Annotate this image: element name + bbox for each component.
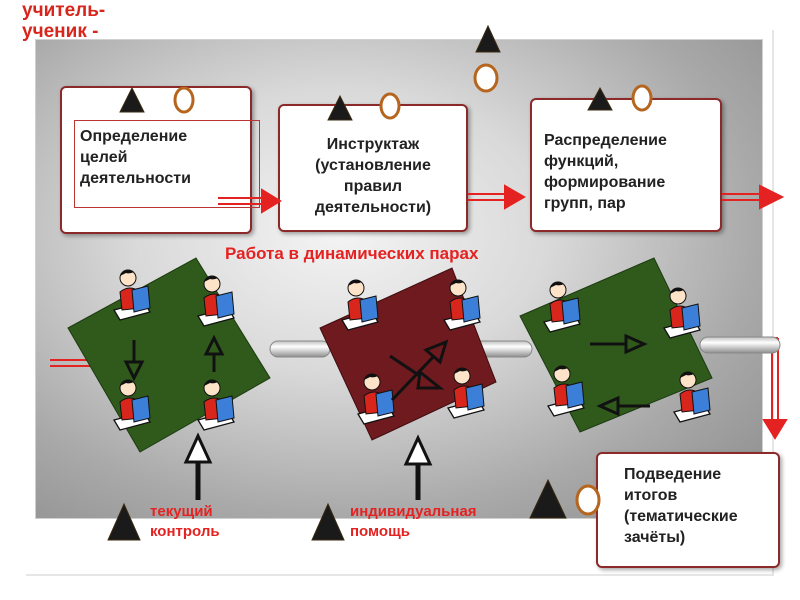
- teacher-triangle-icon: [119, 86, 145, 113]
- pair-arrows-group-2: [389, 339, 449, 402]
- goals-inner-frame: [74, 120, 260, 208]
- pair-arrows-group-1: [123, 334, 225, 382]
- teacher-triangle-icon: [529, 478, 567, 519]
- student-figure: [341, 279, 379, 331]
- teacher-triangle-icon: [311, 502, 345, 541]
- student-circle-icon: [575, 484, 601, 516]
- step-instruction-box: Инструктаж (установление правил деятельн…: [278, 104, 468, 232]
- pipe-connector-1: [269, 340, 331, 358]
- teacher-triangle-icon: [587, 86, 613, 111]
- flow-arrow-down: [748, 337, 788, 440]
- step-goals-label: Определение целей деятельности: [80, 128, 191, 187]
- teacher-triangle-icon: [327, 94, 353, 121]
- flow-arrow-1: [218, 188, 282, 214]
- role-current-control: текущий контроль: [150, 503, 220, 540]
- step-summary-box: Подведение итогов (тематические зачёты): [596, 452, 780, 568]
- student-figure: [113, 269, 151, 321]
- corner-title: учитель- ученик -: [22, 0, 106, 42]
- control-arrow: [183, 432, 213, 500]
- student-circle-icon: [379, 92, 401, 120]
- student-circle-icon: [173, 86, 195, 114]
- pipe-connector-3: [699, 336, 781, 354]
- student-circle-icon: [631, 84, 653, 112]
- role-individual-help: индивидуальная помощь: [350, 503, 477, 540]
- step-summary-label: Подведение итогов (тематические зачёты): [624, 466, 738, 546]
- flow-arrow-2: [468, 184, 526, 210]
- slide-frame: [26, 30, 774, 576]
- section-title: Работа в динамических парах: [225, 244, 479, 263]
- group-panel-green-1: [67, 257, 271, 453]
- help-arrow: [403, 434, 433, 500]
- flow-arrow-3: [722, 184, 785, 210]
- step-distribution-box: Распределение функций, формирование груп…: [530, 98, 722, 232]
- teacher-triangle-icon: [475, 24, 501, 53]
- step-instruction-label: Инструктаж (установление правил деятельн…: [314, 136, 432, 216]
- pair-arrows-group-3: [590, 333, 650, 417]
- teacher-triangle-icon: [107, 502, 141, 541]
- student-circle-icon: [473, 63, 499, 93]
- step-goals-box: Определение целей деятельности: [60, 86, 260, 234]
- step-distribution-label: Распределение функций, формирование груп…: [544, 132, 667, 212]
